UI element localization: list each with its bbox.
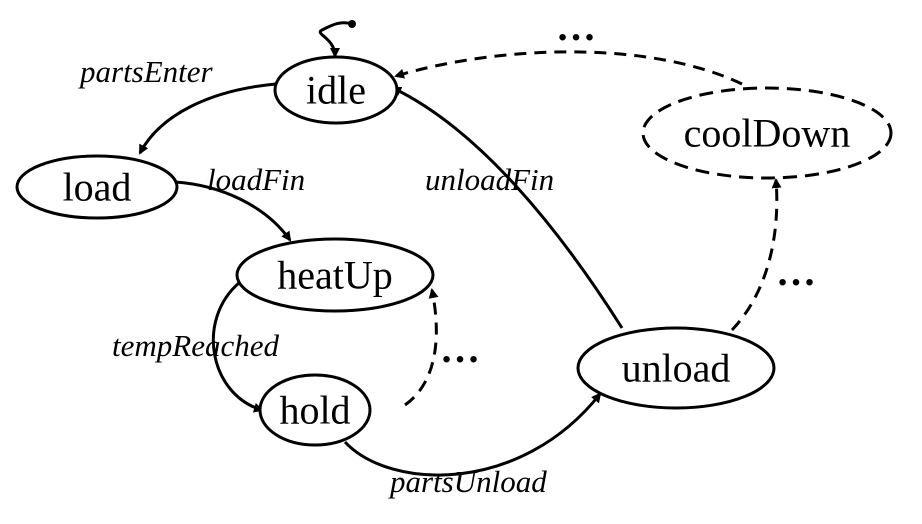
label-partsenter: partsEnter — [78, 54, 214, 89]
state-unload: unload — [576, 326, 776, 410]
label-tempreached: tempReached — [112, 328, 279, 363]
state-load: load — [15, 154, 179, 220]
state-label: unload — [622, 346, 731, 391]
label-unloadfin: unloadFin — [425, 162, 554, 197]
ellipsis-cooldown: … — [556, 4, 596, 49]
initial-transition — [318, 21, 353, 58]
state-label: heatUp — [277, 253, 393, 298]
state-idle: idle — [273, 55, 399, 125]
edge-hold-unload — [343, 392, 602, 477]
label-loadfin: loadFin — [207, 162, 305, 197]
ellipsis-unload: … — [776, 249, 816, 294]
edge-unload-cooldown — [730, 178, 782, 332]
edge-load-heatup — [174, 180, 292, 242]
state-label: coolDown — [684, 111, 851, 156]
state-label: idle — [306, 68, 366, 113]
edge-unload-idle — [391, 86, 624, 329]
state-label: load — [63, 165, 132, 210]
state-heatup: heatUp — [235, 237, 435, 313]
ellipsis-hold: … — [440, 326, 480, 371]
edge-heatup-hold — [211, 280, 264, 413]
label-partsunload: partsUnload — [388, 464, 547, 499]
edge-idle-load — [138, 82, 277, 155]
state-hold: hold — [258, 373, 372, 447]
state-label: hold — [279, 388, 350, 433]
edge-hold-heatup — [404, 288, 439, 407]
edge-cooldown-idle — [394, 50, 743, 86]
state-cooldown: coolDown — [641, 86, 893, 180]
